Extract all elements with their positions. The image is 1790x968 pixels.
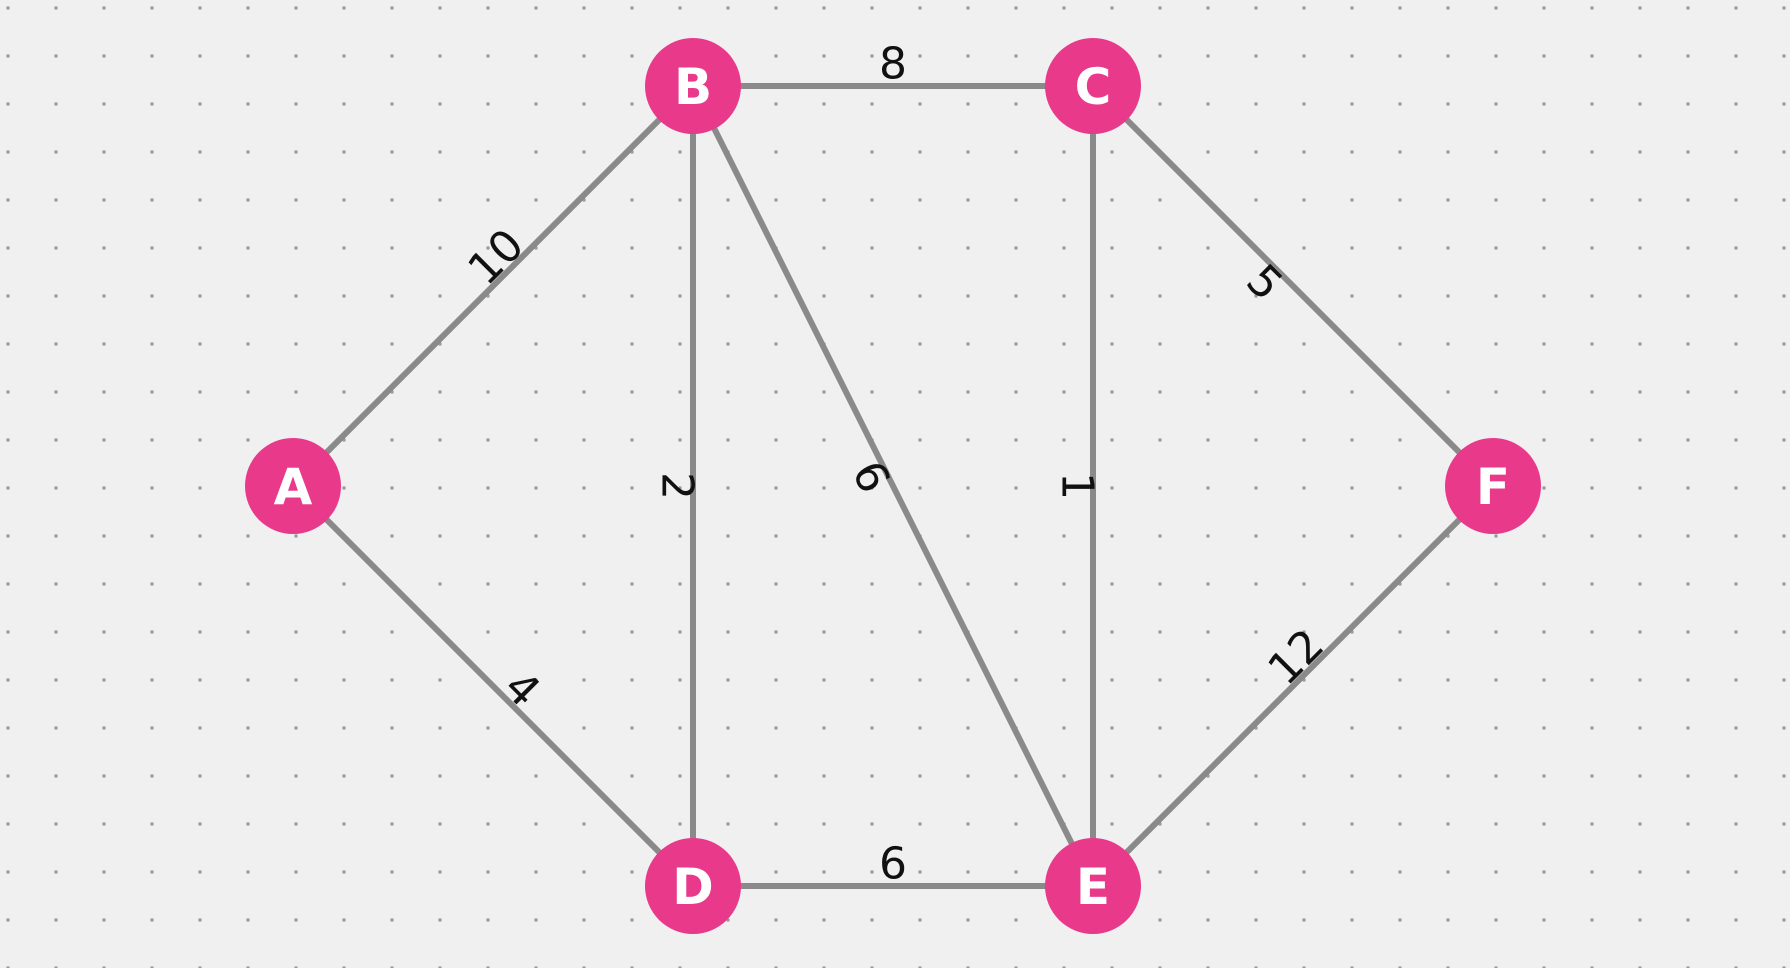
node-label-d: D	[672, 858, 714, 916]
node-e[interactable]: E	[1045, 838, 1141, 934]
edge-a-d	[290, 483, 696, 889]
node-circle-e[interactable]	[1045, 838, 1141, 934]
edge-a-b	[290, 83, 696, 489]
node-a[interactable]: A	[245, 438, 341, 534]
node-circle-a[interactable]	[245, 438, 341, 534]
node-label-e: E	[1076, 858, 1110, 916]
node-circle-b[interactable]	[645, 38, 741, 134]
edge-weight-d-e: 6	[879, 839, 907, 890]
edge-weight-c-e: 1	[1052, 472, 1103, 500]
edge-b-e	[690, 83, 1096, 889]
node-f[interactable]: F	[1445, 438, 1541, 534]
node-label-a: A	[274, 458, 313, 516]
node-label-b: B	[674, 58, 712, 116]
edge-weight-b-c: 8	[879, 39, 907, 90]
node-circle-d[interactable]	[645, 838, 741, 934]
node-b[interactable]: B	[645, 38, 741, 134]
node-label-f: F	[1476, 458, 1510, 516]
node-circle-c[interactable]	[1045, 38, 1141, 134]
node-c[interactable]: C	[1045, 38, 1141, 134]
node-label-c: C	[1075, 58, 1112, 116]
edge-c-f	[1090, 83, 1496, 489]
edges-layer	[290, 83, 1496, 889]
edge-weight-b-d: 2	[652, 472, 703, 500]
nodes-layer: A B C D E F	[245, 38, 1541, 934]
node-circle-f[interactable]	[1445, 438, 1541, 534]
edge-e-f	[1090, 483, 1496, 889]
node-d[interactable]: D	[645, 838, 741, 934]
